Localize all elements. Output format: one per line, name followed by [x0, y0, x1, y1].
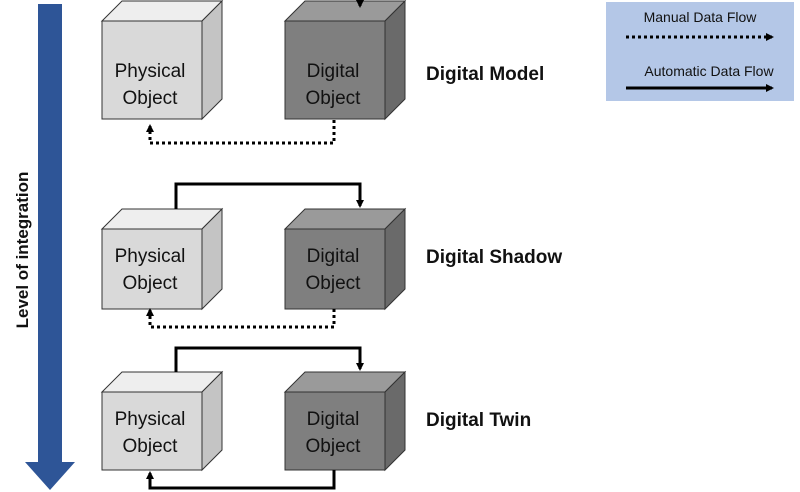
flow-digital-to-physical — [146, 470, 336, 490]
level-digital-model: Physical Object Digital Object Digital M… — [100, 0, 544, 145]
physical-object-line1: Physical — [115, 246, 186, 267]
axis-label: Level of integration — [13, 172, 32, 329]
level-digital-twin: Physical Object Digital Object Digital T… — [100, 346, 531, 490]
digital-object-line2: Object — [306, 436, 362, 457]
level-name: Digital Shadow — [426, 247, 562, 268]
physical-object-line2: Object — [123, 273, 179, 294]
digital-object-cube: Digital Object — [283, 370, 407, 472]
physical-object-cube: Physical Object — [100, 0, 224, 121]
physical-object-line2: Object — [123, 436, 179, 457]
physical-object-line1: Physical — [115, 409, 186, 430]
level-digital-shadow: Physical Object Digital Object Digital S… — [100, 182, 562, 329]
integration-axis-arrow — [25, 4, 75, 490]
digital-object-cube: Digital Object — [283, 207, 407, 311]
flow-physical-to-digital — [174, 182, 364, 209]
level-name: Digital Twin — [426, 410, 531, 431]
flow-physical-to-digital — [174, 346, 364, 372]
physical-object-cube: Physical Object — [100, 207, 224, 311]
axis-shaft — [38, 4, 62, 464]
physical-object-line1: Physical — [115, 61, 186, 82]
legend-box — [606, 2, 794, 101]
digital-object-line2: Object — [306, 88, 362, 109]
digital-object-line1: Digital — [307, 409, 360, 430]
digital-object-line1: Digital — [307, 61, 360, 82]
physical-object-line2: Object — [123, 88, 179, 109]
digital-object-line1: Digital — [307, 246, 360, 267]
axis-arrowhead — [25, 462, 75, 490]
legend-manual-label: Manual Data Flow — [644, 9, 758, 25]
legend-automatic-label: Automatic Data Flow — [644, 63, 774, 79]
legend: Manual Data Flow Automatic Data Flow — [606, 2, 794, 101]
flow-digital-to-physical — [146, 120, 336, 145]
digital-object-cube: Digital Object — [283, 0, 407, 121]
digital-object-line2: Object — [306, 273, 362, 294]
level-name: Digital Model — [426, 64, 544, 85]
physical-object-cube: Physical Object — [100, 370, 224, 472]
flow-digital-to-physical — [146, 308, 336, 329]
